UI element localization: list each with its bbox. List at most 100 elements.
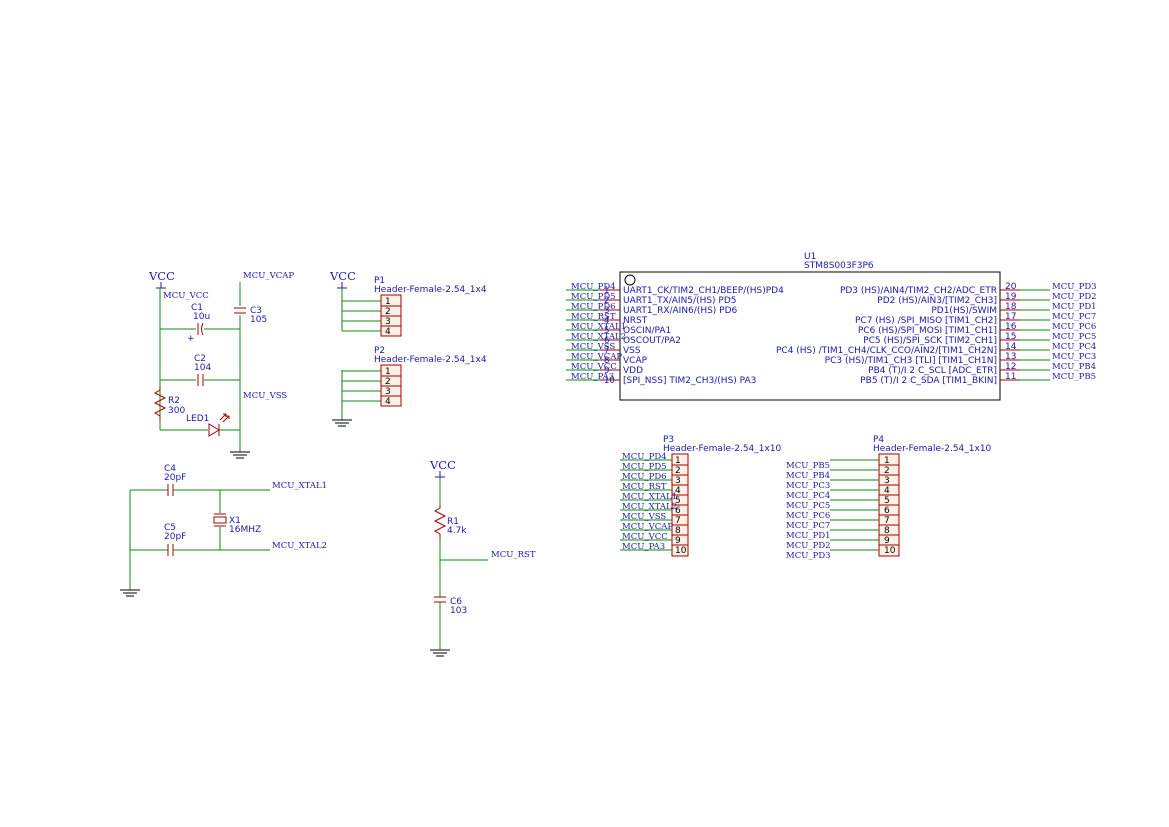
p4-ref: P4 (873, 435, 884, 445)
u1-left-pin-name: NRST (623, 316, 648, 326)
u1-left-pin-number: 7 (604, 346, 609, 356)
p4-pin-number: 7 (884, 516, 890, 526)
u1-right-pin-number: 14 (1005, 342, 1017, 352)
r1-ref: R1 (447, 517, 459, 527)
p1-pin-number: 1 (385, 297, 391, 307)
u1-left-net-label: MCU_PA3 (571, 372, 614, 382)
p1-pin-number: 3 (385, 317, 391, 327)
p4-value: Header-Female-2.54_1x10 (873, 444, 992, 454)
p4-net-label: MCU_PC6 (786, 511, 830, 521)
u1-left-pin-number: 9 (604, 366, 609, 376)
u1-left-pin-name: [SPI_NSS] TIM2_CH3/(HS) PA3 (623, 376, 756, 386)
u1-right-pin-number: 17 (1005, 312, 1016, 322)
u1-right-net-label: MCU_PC6 (1052, 322, 1096, 332)
c5-ref: C5 (164, 523, 176, 533)
p3-net-label: MCU_PD4 (622, 452, 667, 462)
p3-value: Header-Female-2.54_1x10 (663, 444, 782, 454)
p3-pin-number: 10 (675, 546, 687, 556)
u1-right-net-label: MCU_PC3 (1052, 352, 1096, 362)
c5-value: 20pF (164, 532, 186, 542)
u1-right-pin-name: PC3 (HS)/TIM1_CH3 [TLI] [TIM1_CH1N] (825, 356, 997, 366)
p3-ref: P3 (663, 435, 674, 445)
p4-net-label: MCU_PC7 (786, 521, 830, 531)
u1-left-pin-number: 6 (604, 336, 609, 346)
p4-pin-number: 3 (884, 476, 890, 486)
p3-pin-number: 9 (675, 536, 681, 546)
p2-pin-number: 2 (385, 377, 391, 387)
power-decoupling-block: VCC MCU_VCC C1 10u + MCU_VCAP C3 105 C2 … (148, 269, 294, 459)
u1-right-pin-name: PD1(HS)/SWIM (931, 306, 997, 316)
u1-left-net-label: MCU_PD5 (571, 292, 616, 302)
u1-value: STM8S003F3P6 (804, 261, 874, 271)
p4-net-label: MCU_PD2 (786, 541, 831, 551)
p4-pin-number: 6 (884, 506, 890, 516)
p1-pin-number: 2 (385, 307, 391, 317)
p3-pin-number: 1 (675, 456, 681, 466)
p3-net-label: MCU_XTAL1 (622, 492, 677, 502)
u1-left-pin-name: UART1_TX/AIN5/(HS) PD5 (623, 296, 737, 306)
u1-ref: U1 (804, 252, 816, 262)
p4-pin-number: 1 (884, 456, 890, 466)
p3-net-label: MCU_RST (622, 482, 667, 492)
u1-left-pin-name: VCAP (623, 356, 648, 366)
u1-right-pin-number: 11 (1005, 372, 1016, 382)
p3-net-label: MCU_VSS (622, 512, 666, 522)
u1-left-net-label: MCU_PD4 (571, 282, 616, 292)
p1-ref: P1 (374, 276, 385, 286)
u1-right-net-label: MCU_PD3 (1052, 282, 1097, 292)
c3-value: 105 (250, 315, 267, 325)
c4-value: 20pF (164, 473, 186, 483)
net-label-mcu-xtal1: MCU_XTAL1 (272, 481, 327, 491)
led1-ref: LED1 (186, 414, 209, 424)
u1-left-pin-number: 10 (604, 376, 615, 386)
c4-ref: C4 (164, 464, 176, 474)
p4-net-label: MCU_PC3 (786, 481, 830, 491)
u1-right-pin-name: PB5 (T)/I 2 C_SDA [TIM1_BKIN] (860, 376, 997, 386)
u1-right-pin-number: 13 (1005, 352, 1016, 362)
r2-value: 300 (168, 406, 185, 416)
p2-pin-number: 4 (385, 397, 391, 407)
p3-net-label: MCU_PA3 (622, 542, 665, 552)
net-label-mcu-vcc: MCU_VCC (163, 291, 209, 301)
p1-value: Header-Female-2.54_1x4 (374, 285, 487, 295)
p3-pin-number: 8 (675, 526, 681, 536)
u1-right-pin-number: 16 (1005, 322, 1017, 332)
u1-right-pin-number: 12 (1005, 362, 1016, 372)
u1-right-pin-name: PB4 (T)/I 2 C_SCL [ADC_ETR] (868, 366, 997, 376)
p3-pin-number: 6 (675, 506, 681, 516)
vcc-power-label-reset: VCC (429, 458, 456, 472)
u1-right-pin-number: 20 (1005, 282, 1017, 292)
u1-right-pin-name: PC7 (HS) /SPI_MISO [TIM1_CH2] (855, 316, 997, 326)
c1-plate-right (201, 322, 204, 336)
u1-left-pin-number: 4 (604, 316, 609, 326)
u1-left-pin-name: OSCIN/PA1 (623, 326, 671, 336)
u1-right-net-label: MCU_PC5 (1052, 332, 1096, 342)
u1-right-pin-name: PC5 (HS)/SPI_SCK [TIM2_CH1] (863, 336, 997, 346)
p4-pin-number: 2 (884, 466, 890, 476)
x1-ref: X1 (229, 516, 241, 526)
p2-ref: P2 (374, 346, 385, 356)
u1-left-net-label: MCU_VSS (571, 342, 615, 352)
p4-net-label: MCU_PD1 (786, 531, 831, 541)
u1-right-pin-number: 18 (1005, 302, 1017, 312)
u1-left-pin-name: UART1_CK/TIM2_CH1/BEEP/(HS)PD4 (623, 286, 784, 296)
p3-pin-number: 5 (675, 496, 681, 506)
u1-left-pin-name: UART1_RX/AIN6/(HS) PD6 (623, 306, 738, 316)
u1-left-pin-number: 3 (604, 306, 609, 316)
p3-pin-number: 4 (675, 486, 681, 496)
u1-right-net-label: MCU_PB5 (1052, 372, 1096, 382)
p4-pin-number: 4 (884, 486, 890, 496)
r2-resistor (153, 386, 167, 420)
u1-left-net-label: MCU_XTAL1 (571, 322, 626, 332)
net-label-mcu-xtal2: MCU_XTAL2 (272, 541, 327, 551)
u1-right-pin-name: PD2 (HS)/AIN3/[TIM2_CH3] (877, 296, 997, 306)
x1-value: 16MHZ (229, 525, 261, 535)
u1-right-net-label: MCU_PB4 (1052, 362, 1096, 372)
r2-ref: R2 (168, 396, 180, 406)
